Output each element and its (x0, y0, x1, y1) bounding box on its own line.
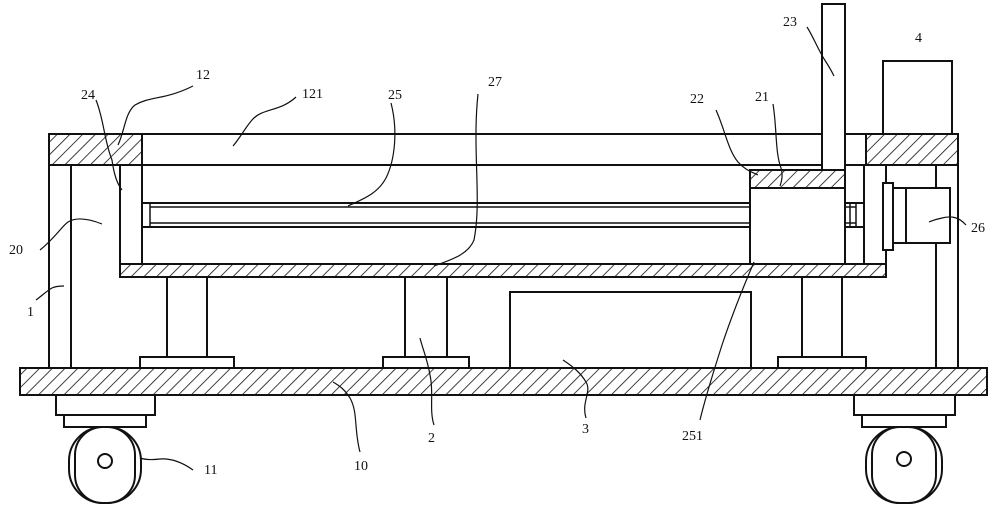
label-121: 121 (302, 87, 323, 102)
label-25: 25 (388, 88, 402, 103)
top-right-block (865, 133, 959, 166)
label-12: 12 (196, 68, 210, 83)
motor-box (882, 60, 953, 135)
base-plate (19, 367, 988, 396)
support-leg-right (777, 276, 867, 369)
top-left-block (48, 133, 143, 166)
label-22: 22 (690, 92, 704, 107)
left-side-plate (119, 164, 143, 265)
vertical-rod (821, 3, 846, 171)
support-leg-left (139, 276, 235, 369)
coupling-body (892, 187, 907, 244)
coupling-motor (905, 187, 951, 244)
label-24: 24 (81, 88, 95, 103)
label-11: 11 (204, 463, 217, 478)
label-21: 21 (755, 90, 769, 105)
label-1: 1 (27, 305, 34, 320)
coupling-disc (882, 182, 894, 251)
label-23: 23 (783, 15, 797, 30)
slider-cap (749, 169, 846, 189)
label-27: 27 (488, 75, 502, 90)
left-frame-post (48, 164, 72, 369)
label-26: 26 (971, 221, 985, 236)
left-wheel-assembly (55, 394, 156, 504)
leader-lines (35, 26, 967, 471)
label-251: 251 (682, 429, 703, 444)
label-20: 20 (9, 243, 23, 258)
label-4: 4 (915, 31, 922, 46)
support-leg-middle (382, 276, 470, 369)
support-plate (119, 263, 887, 278)
label-2: 2 (428, 431, 435, 446)
right-wheel-assembly (853, 394, 956, 504)
label-3: 3 (582, 422, 589, 437)
label-10: 10 (354, 459, 368, 474)
base-box (509, 291, 752, 369)
